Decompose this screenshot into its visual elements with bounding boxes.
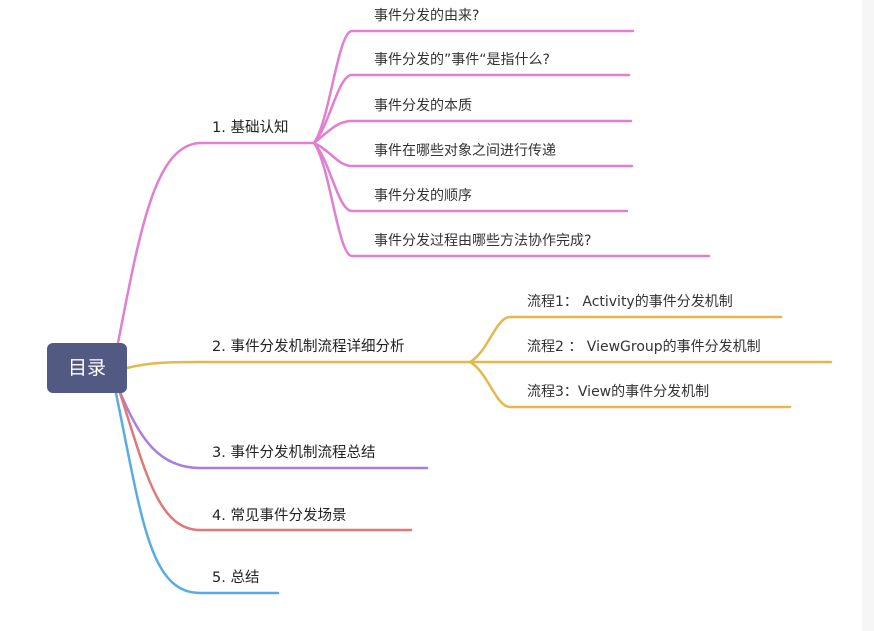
branch-5-link	[114, 391, 280, 595]
leaf-2-1: 流程1： Activity的事件分发机制	[527, 294, 733, 310]
leaf-1-1: 事件分发的由来?	[374, 8, 480, 24]
leaf-1-3-link	[312, 119, 633, 145]
leaf-1-4-link	[312, 141, 634, 168]
leaf-1-2-link	[312, 73, 631, 145]
edge-strip	[862, 0, 874, 631]
branch-5-label: 5. 总结	[212, 570, 260, 586]
branch-1-label: 1. 基础认知	[212, 120, 289, 136]
leaf-2-3: 流程3：View的事件分发机制	[527, 384, 710, 400]
branch-1-link	[116, 141, 202, 345]
leaf-2-3-link	[468, 360, 792, 409]
leaf-2-2: 流程2 ： ViewGroup的事件分发机制	[527, 339, 761, 355]
branch-4-link	[118, 391, 413, 532]
branch-2-label: 2. 事件分发机制流程详细分析	[212, 339, 405, 355]
leaf-1-5: 事件分发的顺序	[374, 188, 472, 204]
leaf-1-1-link	[312, 29, 635, 145]
root-node: 目录	[47, 343, 127, 393]
branch-4-label: 4. 常见事件分发场景	[212, 508, 347, 524]
branch-3-label: 3. 事件分发机制流程总结	[212, 445, 376, 461]
leaf-1-2: 事件分发的”事件“是指什么?	[374, 52, 550, 68]
leaf-1-3: 事件分发的本质	[374, 98, 472, 114]
leaf-1-4: 事件在哪些对象之间进行传递	[374, 143, 556, 159]
leaf-1-6-link	[312, 141, 711, 258]
branch-3-link	[118, 390, 429, 470]
leaf-1-6: 事件分发过程由哪些方法协作完成?	[374, 233, 592, 249]
branch-2-link	[125, 360, 202, 370]
leaf-2-1-link	[468, 315, 783, 364]
